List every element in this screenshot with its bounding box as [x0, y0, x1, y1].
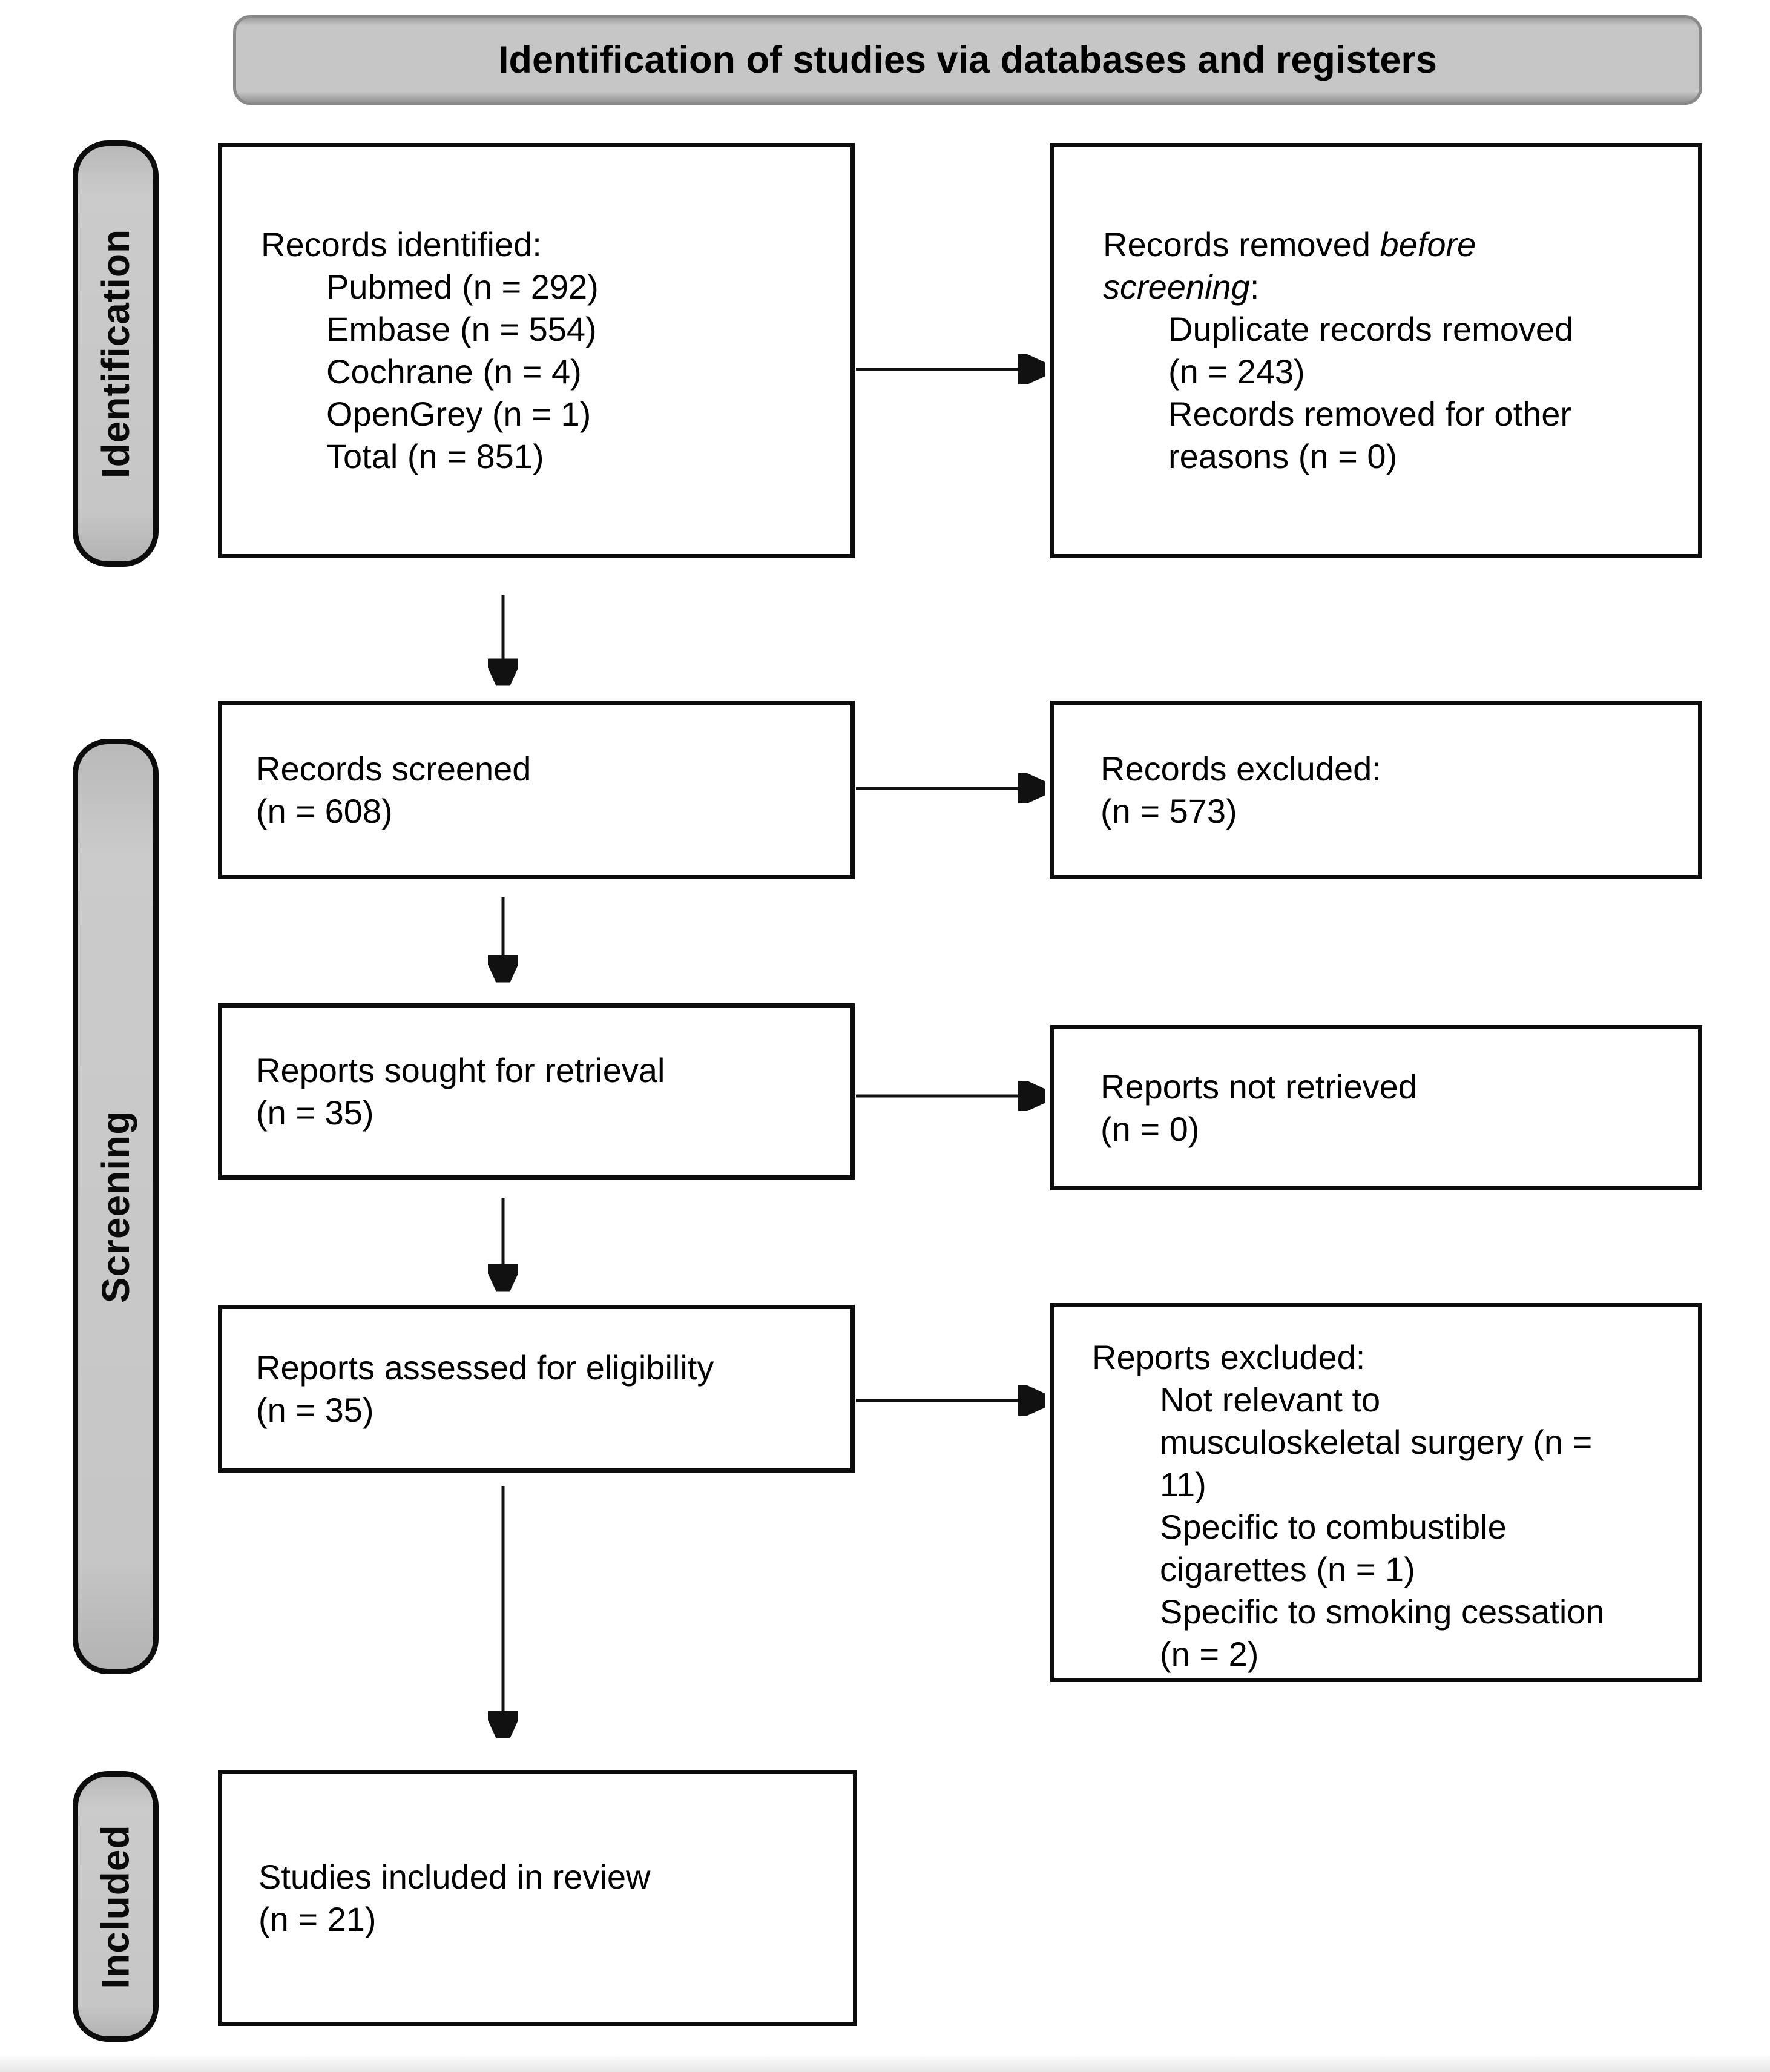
box-studies-included: Studies included in review (n = 21) [218, 1770, 857, 2026]
text-line: (n = 2) [1160, 1635, 1259, 1673]
text-line: (n = 0) [1100, 1109, 1200, 1148]
text-line: (n = 573) [1100, 791, 1237, 830]
text-line: Pubmed (n = 292) [326, 268, 599, 306]
header-banner: Identification of studies via databases … [233, 15, 1702, 105]
stage-label-screening: Screening [94, 1110, 137, 1303]
box-records-removed: Records removed before screening: Duplic… [1050, 143, 1702, 558]
stage-label-identification: Identification [94, 228, 137, 479]
text-line: cigarettes (n = 1) [1160, 1550, 1415, 1588]
text-segment-italic: screening [1103, 268, 1250, 306]
text-line: 11) [1160, 1465, 1206, 1503]
stage-capsule-included: Included [73, 1771, 159, 2042]
text-line: (n = 21) [258, 1899, 377, 1938]
text-line: OpenGrey (n = 1) [326, 395, 591, 433]
box-reports-sought: Reports sought for retrieval (n = 35) [218, 1003, 855, 1180]
stage-capsule-screening: Screening [73, 739, 159, 1674]
page-bottom-edge [0, 2056, 1770, 2072]
box-reports-not-retrieved: Reports not retrieved (n = 0) [1050, 1025, 1702, 1190]
text-line: musculoskeletal surgery (n = [1160, 1423, 1593, 1461]
box-records-screened: Records screened (n = 608) [218, 701, 855, 879]
text-line: Records excluded: [1100, 749, 1381, 788]
text-line: (n = 608) [256, 791, 393, 830]
box-reports-excluded-reasons: Reports excluded: Not relevant to muscul… [1050, 1303, 1702, 1682]
text-line: reasons (n = 0) [1168, 437, 1398, 475]
text-segment: Records removed [1103, 225, 1380, 263]
text-line: Studies included in review [258, 1857, 651, 1896]
header-title: Identification of studies via databases … [498, 39, 1437, 81]
text-segment-italic: before [1380, 225, 1476, 263]
text-line: (n = 35) [256, 1390, 374, 1429]
text-line: Specific to smoking cessation [1160, 1592, 1605, 1631]
text-line: Specific to combustible [1160, 1508, 1507, 1546]
text-line: Reports sought for retrieval [256, 1051, 665, 1089]
text-line: Records removed before [1103, 223, 1698, 266]
text-line: screening: [1103, 266, 1698, 308]
stage-label-included: Included [94, 1824, 137, 1989]
text-line: Embase (n = 554) [326, 310, 597, 348]
text-line: Records removed for other [1168, 395, 1572, 433]
text-line: Records identified: [261, 225, 542, 263]
box-records-excluded: Records excluded: (n = 573) [1050, 701, 1702, 879]
text-line: Cochrane (n = 4) [326, 352, 582, 391]
stage-capsule-identification: Identification [73, 140, 159, 567]
text-line: Reports excluded: [1092, 1338, 1366, 1376]
text-line: (n = 35) [256, 1093, 374, 1132]
text-line: Records screened [256, 749, 531, 788]
text-segment: : [1249, 268, 1260, 306]
text-line: Not relevant to [1160, 1381, 1381, 1419]
text-line: (n = 243) [1168, 352, 1305, 391]
box-records-identified: Records identified: Pubmed (n = 292) Emb… [218, 143, 855, 558]
text-line: Reports assessed for eligibility [256, 1348, 714, 1387]
text-line: Duplicate records removed [1168, 310, 1574, 348]
text-line: Total (n = 851) [326, 437, 544, 475]
box-reports-assessed: Reports assessed for eligibility (n = 35… [218, 1305, 855, 1473]
text-line: Reports not retrieved [1100, 1067, 1417, 1106]
